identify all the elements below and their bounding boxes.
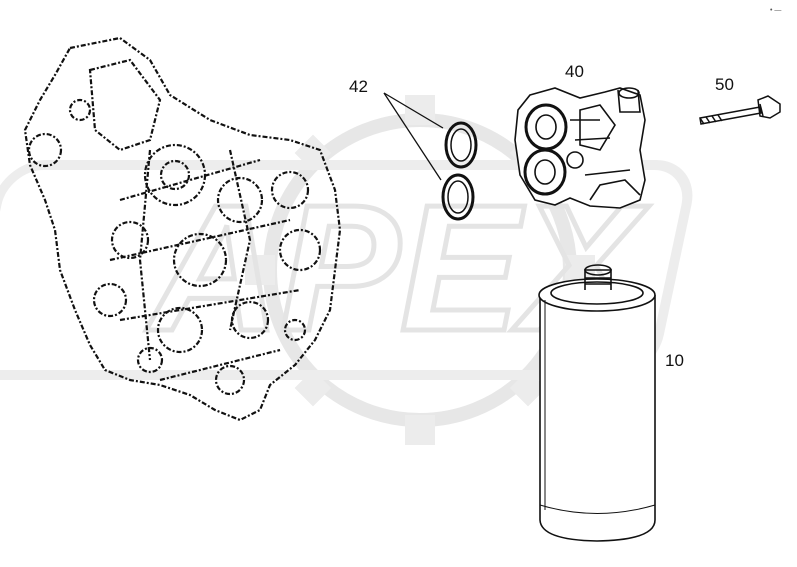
filter-canister <box>538 264 656 542</box>
o-ring-upper <box>444 121 478 169</box>
bolt <box>699 95 781 125</box>
watermark-banner <box>0 160 693 380</box>
o-ring-lower <box>441 173 475 221</box>
callout-42: 42 <box>349 77 368 96</box>
callout-10-group: 10 <box>538 264 684 542</box>
callout-40-group: 40 <box>514 62 646 209</box>
callout-50: 50 <box>715 75 734 94</box>
leader-line-42a <box>383 92 444 129</box>
leader-line-42b <box>383 92 442 181</box>
corner-mark: • — <box>770 7 781 14</box>
callout-50-group: 50 <box>699 75 781 125</box>
filter-head <box>514 87 646 209</box>
callout-10: 10 <box>665 351 684 370</box>
callout-42-group: 42 <box>349 77 478 221</box>
callout-40: 40 <box>565 62 584 81</box>
transmission-housing <box>23 36 342 422</box>
